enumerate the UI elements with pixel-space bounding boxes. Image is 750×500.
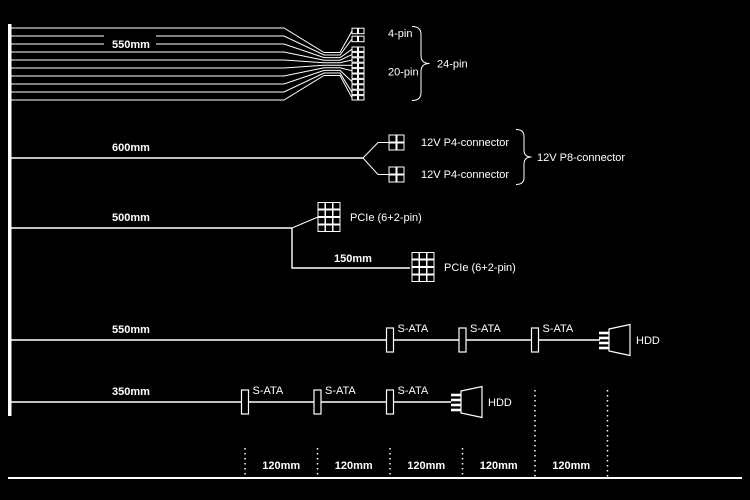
label-p8: 12V P8-connector <box>537 152 625 164</box>
molex-hdd-connector <box>451 385 483 419</box>
atx-4pin-connector <box>351 27 365 43</box>
label-p4-top: 12V P4-connector <box>421 137 509 149</box>
sata-connector <box>458 327 467 353</box>
atx-20pin-connector <box>351 46 365 101</box>
ruler-segment-label: 120mm <box>335 460 373 472</box>
label-sata: S-ATA <box>398 323 429 335</box>
cable-12v-p8: 600mm 12V P4-connector 12V P4-connector … <box>10 129 625 185</box>
label-20pin: 20-pin <box>388 67 419 79</box>
brace-p8 <box>515 129 532 185</box>
cable1-length-label: 550mm <box>112 39 150 51</box>
cable-sata-350: 350mm S-ATA S-ATA S-ATA HDD <box>10 385 512 419</box>
label-24pin: 24-pin <box>437 59 468 71</box>
measurement-ruler: 120mm 120mm 120mm 120mm 120mm <box>8 390 742 479</box>
ruler-segment-label: 120mm <box>262 460 300 472</box>
cable-pcie: 500mm PCIe (6+2-pin) 150mm PCIe (6+2-pin… <box>10 202 516 282</box>
label-sata: S-ATA <box>398 385 429 397</box>
label-sata: S-ATA <box>325 385 356 397</box>
label-p4-bottom: 12V P4-connector <box>421 169 509 181</box>
cable3-branch-length-label: 150mm <box>334 253 372 265</box>
psu-edge-bar <box>8 24 12 416</box>
ruler-segment-label: 120mm <box>480 460 518 472</box>
cable3-length-label: 500mm <box>112 212 150 224</box>
pcie-connector-bottom <box>411 252 435 282</box>
ruler-segment-label: 120mm <box>407 460 445 472</box>
label-sata: S-ATA <box>470 323 501 335</box>
brace-24pin <box>411 26 430 101</box>
pcie-connector-top <box>317 202 341 232</box>
cable4-length-label: 550mm <box>112 324 150 336</box>
cable-sata-550: 550mm S-ATA S-ATA S-ATA HDD <box>10 323 660 357</box>
label-backdrop <box>104 35 156 51</box>
p4-connector-bottom <box>388 166 405 183</box>
molex-hdd-connector <box>599 323 631 357</box>
cable-atx-24pin: 550mm 4-pin 20-pin 24-pin <box>10 26 468 101</box>
label-sata: S-ATA <box>543 323 574 335</box>
cable5-length-label: 350mm <box>112 386 150 398</box>
label-hdd: HDD <box>488 397 512 409</box>
sata-connector <box>385 389 395 415</box>
label-pcie-bottom: PCIe (6+2-pin) <box>444 262 516 274</box>
p4-connector-top <box>388 134 405 151</box>
label-sata: S-ATA <box>253 385 284 397</box>
label-4pin: 4-pin <box>388 28 412 40</box>
label-pcie-top: PCIe (6+2-pin) <box>350 212 422 224</box>
sata-connector <box>530 327 540 353</box>
ruler-segment-label: 120mm <box>552 460 590 472</box>
sata-connector <box>313 389 322 415</box>
sata-connector <box>385 327 395 353</box>
cable2-length-label: 600mm <box>112 142 150 154</box>
sata-connector <box>240 389 250 415</box>
label-hdd: HDD <box>636 335 660 347</box>
